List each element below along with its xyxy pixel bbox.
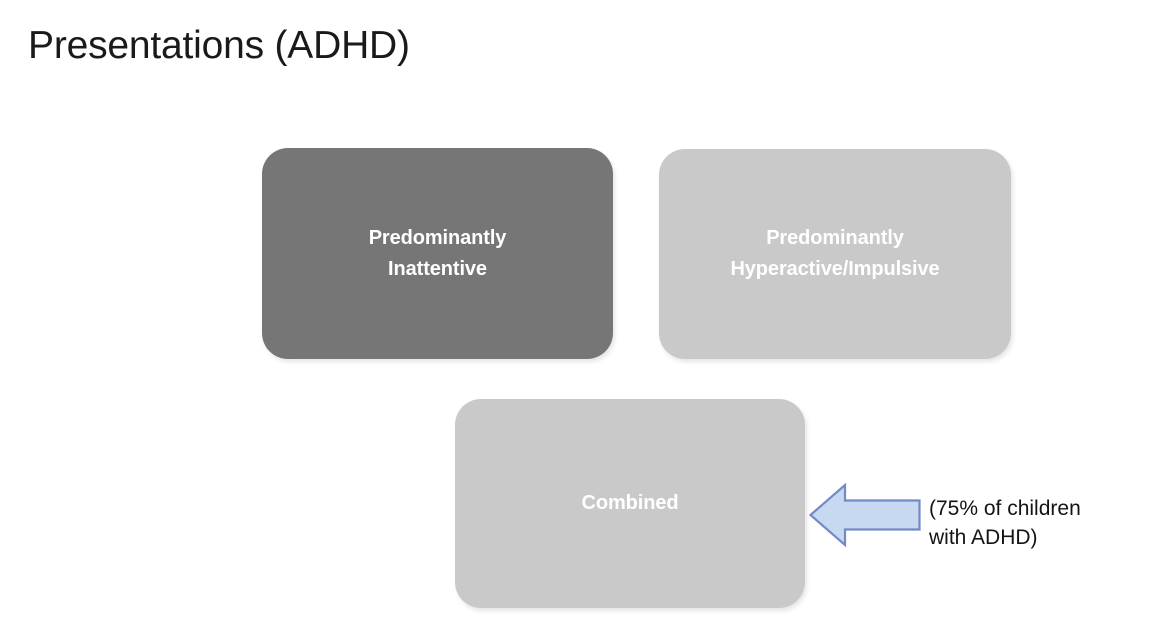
box-label-combined: Combined: [581, 492, 679, 514]
box-predominantly-hyperactive-impulsive[interactable]: Predominantly Hyperactive/Impulsive: [659, 149, 1011, 359]
page-title: Presentations (ADHD): [28, 24, 410, 67]
left-arrow-polygon: [808, 482, 921, 548]
box-label-predominantly-inattentive: Predominantly Inattentive: [368, 226, 507, 280]
box-predominantly-inattentive[interactable]: Predominantly Inattentive: [262, 148, 613, 359]
callout-annotation-text: (75% of children with ADHD): [929, 497, 1081, 549]
left-arrow-shape: [808, 482, 921, 548]
box-label-predominantly-hyperactive-impulsive: Predominantly Hyperactive/Impulsive: [730, 227, 940, 280]
left-arrow-icon: [808, 482, 921, 548]
box-combined[interactable]: Combined: [455, 399, 805, 608]
